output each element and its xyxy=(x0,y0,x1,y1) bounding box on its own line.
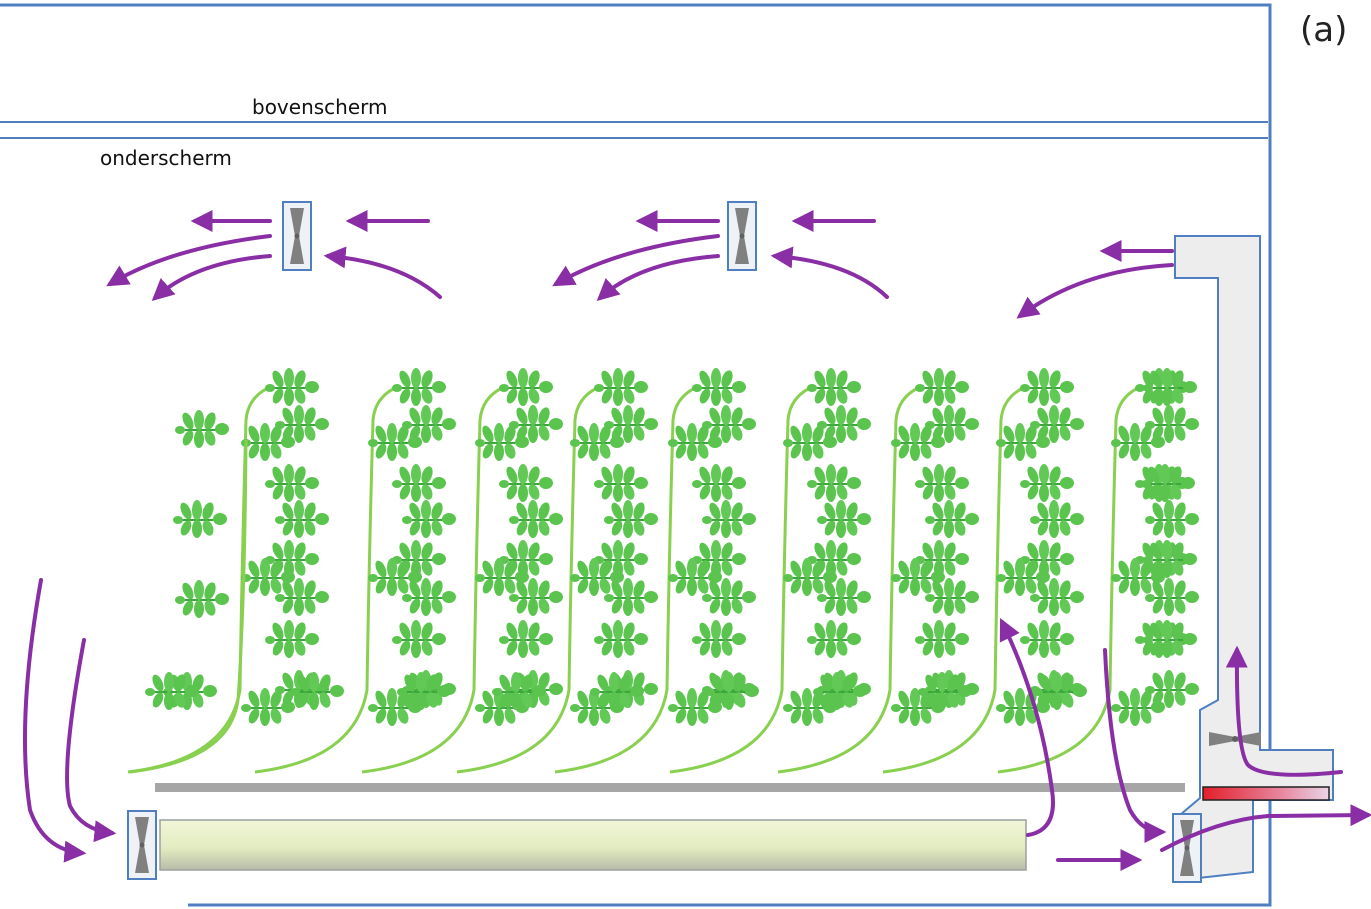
plant-icon xyxy=(777,367,980,774)
fan-icon xyxy=(127,810,157,880)
airflow-arrow-icon xyxy=(65,638,117,843)
airflow-arrow-icon xyxy=(1160,804,1371,852)
plant-icon xyxy=(554,367,757,774)
airflow-arrow-icon xyxy=(552,234,720,287)
airflow-arrow-icon xyxy=(999,618,1055,837)
airflow-arrow-icon xyxy=(770,246,889,299)
plant-icon xyxy=(129,409,248,774)
fan-icon xyxy=(1209,732,1261,746)
plant-rows xyxy=(127,367,1200,774)
heater-icon xyxy=(1202,786,1330,801)
greenhouse-walls xyxy=(0,3,1272,907)
fan-icon xyxy=(1172,813,1202,883)
airflow-arrow-icon xyxy=(1225,645,1343,777)
air-tube xyxy=(159,819,1027,871)
plant-icon xyxy=(997,367,1200,774)
plant-icon xyxy=(669,367,872,774)
lower-screen-label: onderscherm xyxy=(100,146,232,170)
airflow-arrow-icon xyxy=(1016,263,1174,319)
plant-icon xyxy=(254,367,457,774)
plant-icon xyxy=(361,367,564,774)
bench xyxy=(155,783,1185,792)
airflow-arrow-icon xyxy=(1103,648,1167,843)
airflow-arrows xyxy=(22,210,1371,871)
plant-icon xyxy=(882,367,1085,774)
airflow-arrow-icon xyxy=(323,246,442,299)
fan-icon xyxy=(727,201,757,271)
airflow-arrow-icon xyxy=(596,254,720,301)
airflow-arrow-icon xyxy=(151,254,272,301)
fan-icon xyxy=(282,201,312,271)
panel-label: (a) xyxy=(1300,10,1348,50)
upper-screen-label: bovenscherm xyxy=(252,95,388,119)
airflow-arrow-icon xyxy=(22,578,87,863)
airflow-arrow-icon xyxy=(106,234,272,287)
return-air-duct xyxy=(1174,235,1334,882)
plant-icon xyxy=(456,367,659,774)
